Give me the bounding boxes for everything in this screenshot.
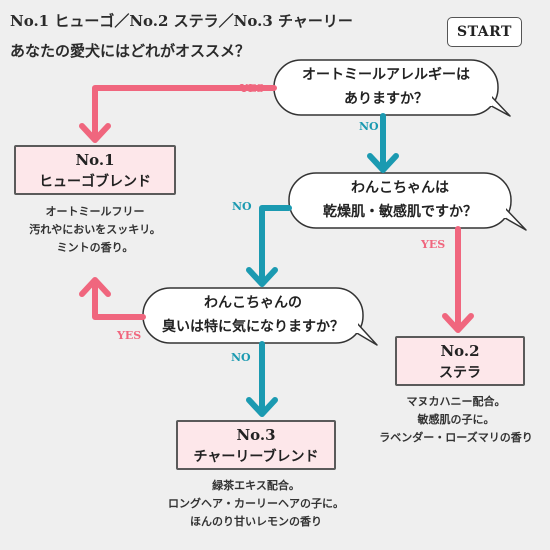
yes-label-q3: YES — [117, 329, 142, 342]
result-no3-number: No.3 — [236, 426, 276, 444]
page-subtitle: あなたの愛犬にはどれがオススメ？ — [10, 42, 251, 60]
result-no1-desc-line: オートミールフリー — [45, 205, 145, 218]
question-bubble-3-shape — [142, 287, 378, 346]
result-no3-desc-line: ロングヘア・カーリーヘアの子に。 — [168, 497, 344, 510]
result-no1-description: オートミールフリー 汚れやにおいをスッキリ。 ミントの香り。 — [0, 203, 190, 257]
result-no1-number: No.1 — [75, 151, 115, 169]
result-no2-name: ステラ — [439, 365, 481, 381]
yes-arrow-q2 — [442, 226, 474, 333]
result-no1-name: ヒューゴブレンド — [39, 174, 151, 190]
result-no1-desc-line: 汚れやにおいをスッキリ。 — [29, 223, 161, 236]
no-label-q2: NO — [232, 200, 252, 213]
question-bubble-2-shape — [288, 172, 527, 231]
start-badge: START — [447, 17, 522, 47]
no-label-q1: NO — [359, 120, 379, 133]
question-bubble-1-shape — [273, 59, 511, 117]
no-label-q3: NO — [231, 351, 251, 364]
result-box-no3: No.3 チャーリーブレンド — [176, 420, 336, 470]
result-box-no2: No.2 ステラ — [395, 336, 525, 386]
yes-label-q2: YES — [421, 238, 446, 251]
result-no3-name: チャーリーブレンド — [193, 449, 319, 465]
result-no2-desc-line: マヌカハニー配合。 — [406, 395, 506, 408]
question-2-line1: わんこちゃんは — [351, 180, 449, 196]
question-2: わんこちゃんは 乾燥肌・敏感肌ですか？ — [289, 176, 511, 224]
question-1: オートミールアレルギーは ありますか？ — [274, 63, 498, 111]
question-1-line2: ありますか？ — [344, 91, 428, 107]
result-no2-number: No.2 — [440, 342, 480, 360]
question-1-line1: オートミールアレルギーは — [302, 67, 470, 83]
result-no2-desc-line: ラベンダー・ローズマリの香り — [379, 431, 533, 444]
no-arrow-q1 — [367, 113, 399, 173]
yes-arrow-q3 — [79, 277, 146, 320]
result-no2-description: マヌカハニー配合。 敏感肌の子に。 ラベンダー・ローズマリの香り — [362, 393, 550, 447]
result-no3-description: 緑茶エキス配合。 ロングヘア・カーリーヘアの子に。 ほんのり甘いレモンの香り — [150, 477, 362, 531]
yes-label-q1: YES — [240, 82, 265, 95]
question-3-line2: 臭いは特に気になりますか？ — [162, 319, 344, 335]
question-3: わんこちゃんの 臭いは特に気になりますか？ — [143, 291, 363, 339]
no-arrow-q2 — [246, 205, 292, 287]
result-box-no1: No.1 ヒューゴブレンド — [14, 145, 176, 195]
result-no3-desc-line: 緑茶エキス配合。 — [212, 479, 300, 492]
question-2-line2: 乾燥肌・敏感肌ですか？ — [323, 204, 477, 220]
page-title: No.1 ヒューゴ／No.2 ステラ／No.3 チャーリー — [10, 12, 353, 30]
question-3-line1: わんこちゃんの — [204, 295, 302, 311]
yes-arrow-q1 — [79, 85, 277, 143]
no-arrow-q3 — [246, 341, 278, 417]
result-no3-desc-line: ほんのり甘いレモンの香り — [190, 515, 322, 528]
result-no2-desc-line: 敏感肌の子に。 — [417, 413, 495, 426]
result-no1-desc-line: ミントの香り。 — [56, 241, 134, 254]
